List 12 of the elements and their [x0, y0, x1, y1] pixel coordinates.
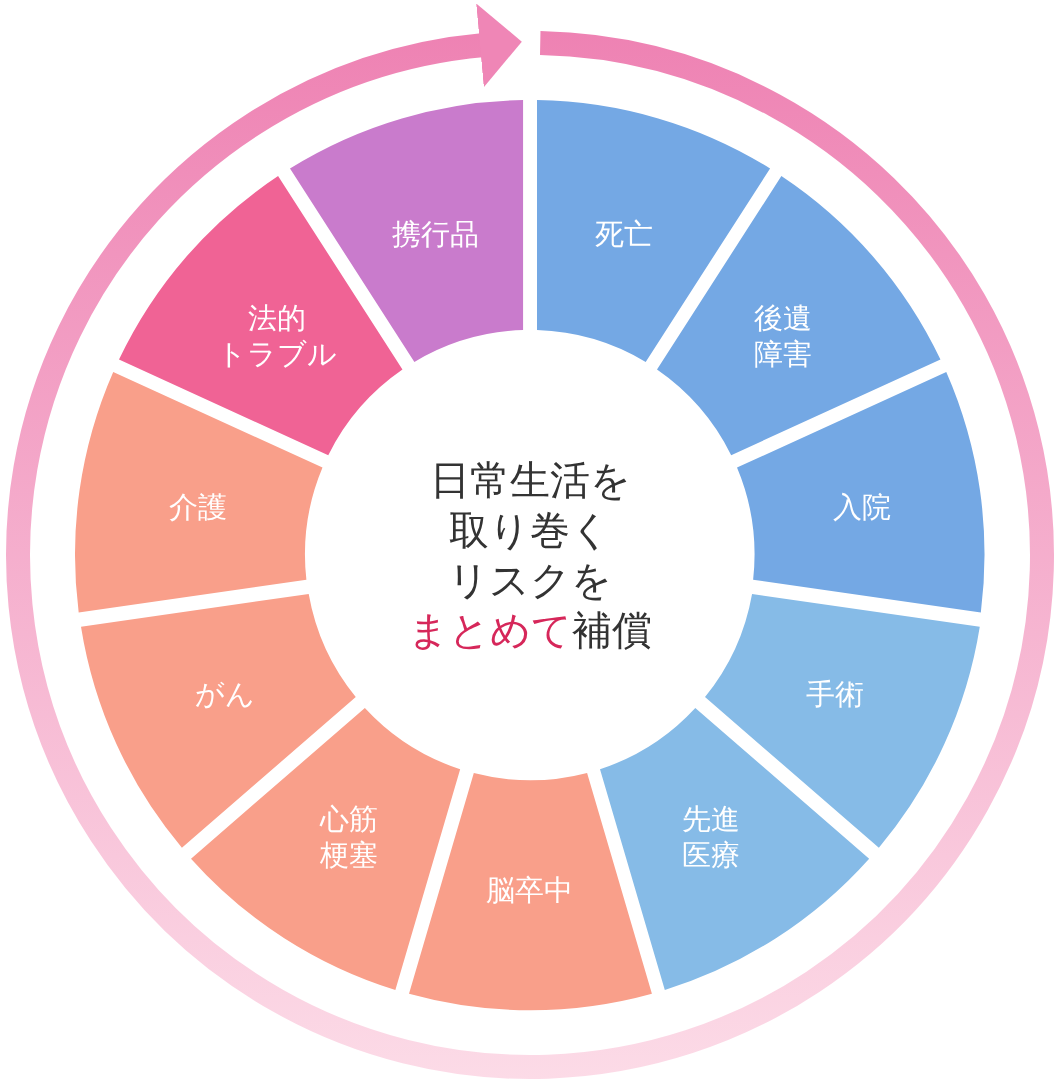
segment-label: 後遺障害 [754, 299, 813, 372]
segment-label: 手術 [805, 676, 864, 713]
segment-label: 法的トラブル [216, 299, 337, 372]
segment-label: がん [195, 676, 256, 713]
segment-label: 携行品 [392, 215, 480, 252]
segment-label: 死亡 [595, 215, 654, 252]
segment-label: 入院 [832, 489, 891, 526]
segment-label: 先進医療 [682, 800, 741, 874]
segment-label: 脳卒中 [486, 871, 574, 909]
center-text: 日常生活を取り巻くリスクをまとめて補償 [408, 456, 652, 655]
segment-label: 心筋梗塞 [319, 800, 378, 874]
segment-label: 介護 [169, 489, 228, 526]
